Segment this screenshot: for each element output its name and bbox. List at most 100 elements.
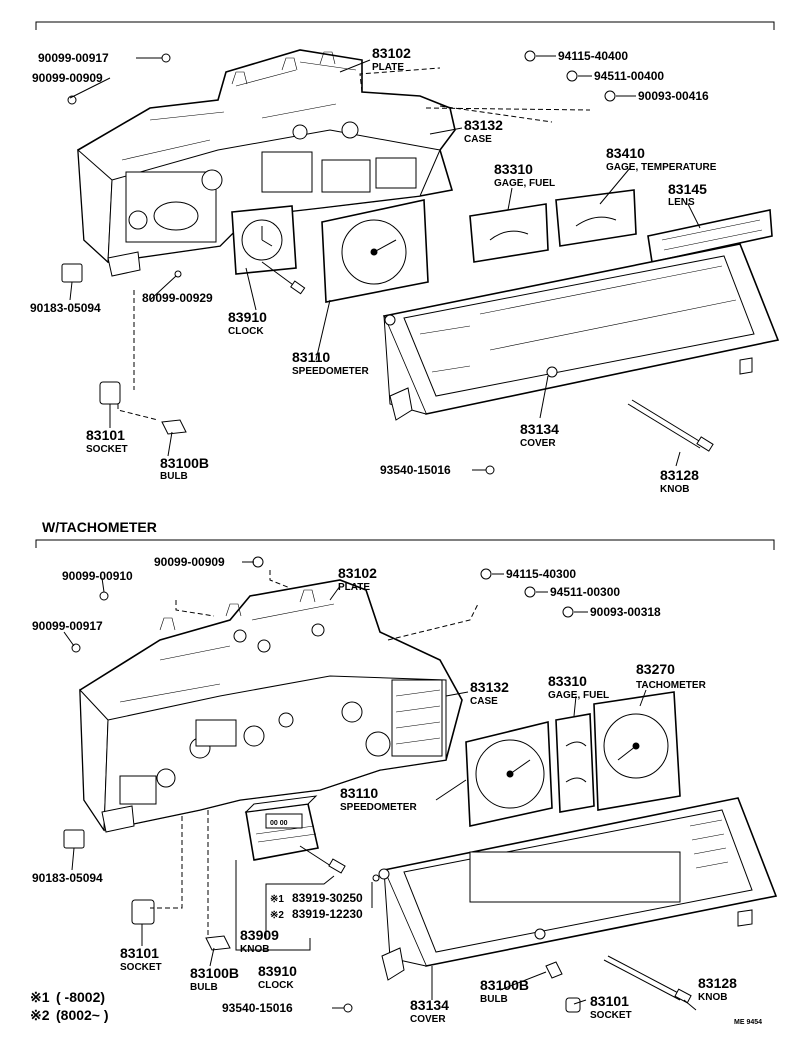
label-90099-00917: 90099-00917 bbox=[38, 51, 109, 65]
label-83919-12230: 83919-12230 bbox=[292, 907, 363, 921]
label-90099-00909: 90099-00909 bbox=[154, 555, 225, 569]
top-cover bbox=[382, 243, 780, 421]
top-clock bbox=[231, 205, 306, 295]
label-94115-40300: 94115-40300 bbox=[506, 567, 576, 581]
bottom-tachometer bbox=[593, 691, 681, 811]
label-83910: 83910 bbox=[228, 309, 267, 325]
top-lens bbox=[647, 209, 773, 263]
top-knob bbox=[627, 399, 714, 452]
label-plate: PLATE bbox=[338, 582, 370, 593]
bottom-fuel-gage bbox=[555, 713, 595, 813]
label-socket-2: SOCKET bbox=[590, 1010, 632, 1021]
label-90183-05094: 90183-05094 bbox=[30, 301, 101, 315]
bottom-cover bbox=[378, 797, 778, 981]
label-83101: 83101 bbox=[86, 427, 125, 443]
label-83102: 83102 bbox=[338, 565, 377, 581]
legend-text-2: (8002~ ) bbox=[56, 1007, 109, 1023]
label-case: CASE bbox=[470, 696, 498, 707]
label-socket: SOCKET bbox=[120, 962, 162, 973]
label-83110: 83110 bbox=[292, 349, 330, 365]
label-knob-83909: KNOB bbox=[240, 944, 269, 955]
label-83910: 83910 bbox=[258, 963, 297, 979]
top-section-frame bbox=[35, 21, 775, 30]
top-small-parts bbox=[61, 50, 616, 475]
top-temp-gage bbox=[555, 189, 637, 247]
label-90099-00910: 90099-00910 bbox=[62, 569, 133, 583]
label-mark-1: ※1 bbox=[270, 894, 284, 905]
top-section: 90099-00917 90099-00909 83102 PLATE 9411… bbox=[30, 21, 780, 495]
label-90183-05094: 90183-05094 bbox=[32, 871, 103, 885]
clock-face-digits: 00 00 bbox=[270, 820, 288, 827]
top-labels: 90099-00917 90099-00909 83102 PLATE 9411… bbox=[30, 45, 717, 495]
label-80099-00929: 80099-00929 bbox=[142, 291, 213, 305]
label-bulb: BULB bbox=[190, 982, 218, 993]
label-plate: PLATE bbox=[372, 62, 404, 73]
label-bulb: BULB bbox=[160, 471, 188, 482]
label-speedometer: SPEEDOMETER bbox=[292, 366, 369, 377]
top-leader-lines bbox=[69, 55, 701, 471]
bottom-small-parts bbox=[63, 556, 581, 1013]
label-speedometer: SPEEDOMETER bbox=[340, 802, 417, 813]
label-83310: 83310 bbox=[494, 161, 533, 177]
label-case: CASE bbox=[464, 134, 492, 145]
bottom-section: W/TACHOMETER 00 bbox=[32, 519, 778, 1025]
label-83100b: 83100B bbox=[190, 965, 239, 981]
label-90093-00318: 90093-00318 bbox=[590, 605, 661, 619]
legend-text-1: ( -8002) bbox=[56, 989, 105, 1005]
label-90099-00917: 90099-00917 bbox=[32, 619, 103, 633]
label-bulb-2: BULB bbox=[480, 994, 508, 1005]
legend-mark-1: ※1 bbox=[30, 989, 50, 1005]
label-83128: 83128 bbox=[698, 975, 737, 991]
bottom-leader-lines bbox=[63, 561, 697, 1011]
label-83270: 83270 bbox=[636, 661, 675, 677]
section-title-w-tachometer: W/TACHOMETER bbox=[42, 519, 157, 535]
bottom-clock: 00 00 bbox=[244, 795, 346, 874]
label-93540-15016: 93540-15016 bbox=[222, 1001, 293, 1015]
label-clock: CLOCK bbox=[228, 326, 264, 337]
label-gage-temperature: GAGE, TEMPERATURE bbox=[606, 162, 717, 173]
label-83410: 83410 bbox=[606, 145, 645, 161]
label-cover: COVER bbox=[520, 438, 556, 449]
label-94511-00300: 94511-00300 bbox=[550, 585, 620, 599]
top-speedometer bbox=[321, 199, 429, 303]
label-93540-15016: 93540-15016 bbox=[380, 463, 451, 477]
bottom-labels: 90099-00910 90099-00909 90099-00917 8310… bbox=[32, 555, 737, 1025]
bottom-plate-housing bbox=[79, 579, 463, 832]
label-gage-fuel: GAGE, FUEL bbox=[494, 178, 555, 189]
label-socket: SOCKET bbox=[86, 444, 128, 455]
legend-mark-2: ※2 bbox=[30, 1007, 50, 1023]
bottom-knob bbox=[603, 955, 692, 1004]
label-83132: 83132 bbox=[470, 679, 509, 695]
label-83110: 83110 bbox=[340, 785, 378, 801]
top-plate-housing bbox=[77, 49, 456, 264]
label-83101: 83101 bbox=[120, 945, 159, 961]
label-knob: KNOB bbox=[660, 484, 689, 495]
label-clock: CLOCK bbox=[258, 980, 294, 991]
label-83919-30250: 83919-30250 bbox=[292, 891, 363, 905]
bottom-section-frame bbox=[35, 539, 775, 550]
label-94115-40400: 94115-40400 bbox=[558, 49, 628, 63]
label-83132: 83132 bbox=[464, 117, 503, 133]
label-83100b-2: 83100B bbox=[480, 977, 529, 993]
label-83100b: 83100B bbox=[160, 455, 209, 471]
label-83101-2: 83101 bbox=[590, 993, 629, 1009]
figure-id: ME 9454 bbox=[734, 1019, 762, 1026]
label-cover: COVER bbox=[410, 1014, 446, 1025]
label-83310: 83310 bbox=[548, 673, 587, 689]
label-lens: LENS bbox=[668, 197, 695, 208]
label-90099-00909: 90099-00909 bbox=[32, 71, 103, 85]
label-83909: 83909 bbox=[240, 927, 279, 943]
label-gage-fuel: GAGE, FUEL bbox=[548, 690, 609, 701]
label-tachometer: TACHOMETER bbox=[636, 680, 707, 691]
label-83134: 83134 bbox=[410, 997, 449, 1013]
label-mark-2: ※2 bbox=[270, 910, 284, 921]
top-fuel-gage bbox=[469, 203, 549, 263]
legend: ※1 ( -8002) ※2 (8002~ ) bbox=[30, 989, 109, 1023]
label-90093-00416: 90093-00416 bbox=[638, 89, 709, 103]
label-83145: 83145 bbox=[668, 181, 707, 197]
label-83134: 83134 bbox=[520, 421, 559, 437]
label-94511-00400: 94511-00400 bbox=[594, 69, 664, 83]
label-83102: 83102 bbox=[372, 45, 411, 61]
label-knob: KNOB bbox=[698, 992, 727, 1003]
